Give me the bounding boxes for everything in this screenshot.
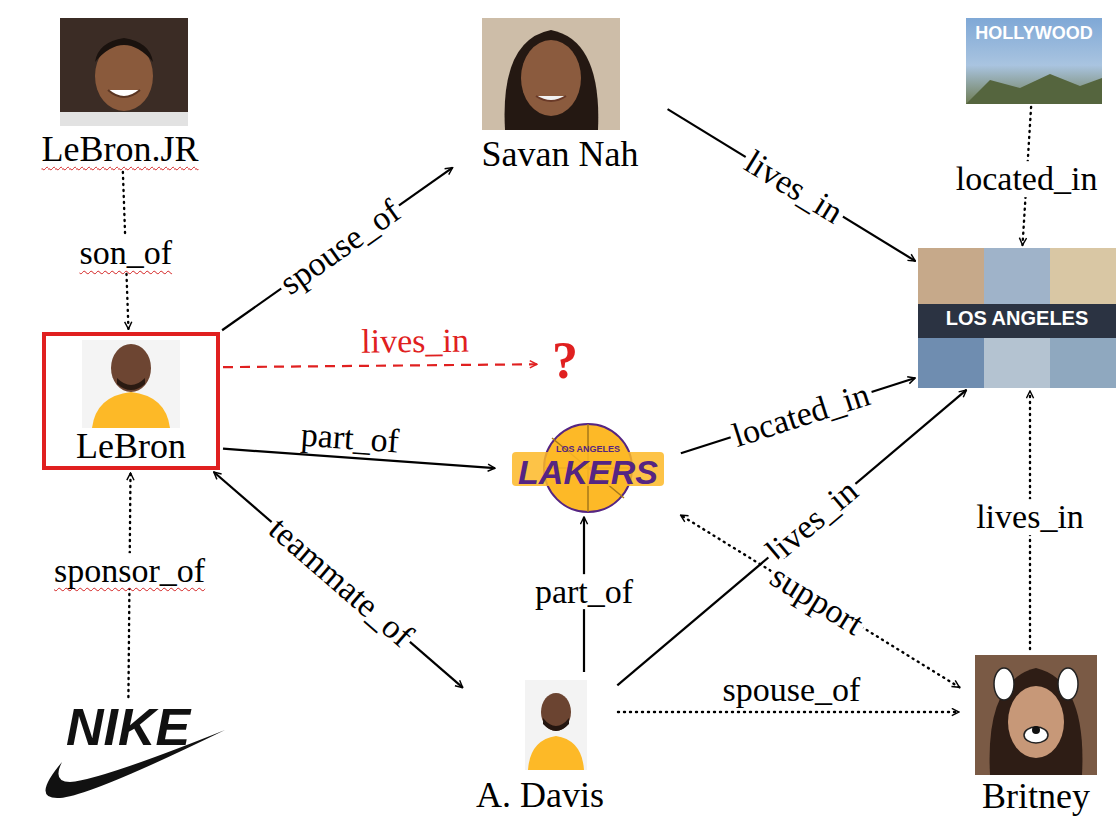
relation-label: located_in bbox=[953, 161, 1101, 197]
dotted-relation bbox=[618, 711, 959, 713]
query-entity-box: LeBron bbox=[42, 332, 220, 470]
relation-label: lives_in bbox=[757, 470, 867, 571]
relation-label: lives_in bbox=[973, 499, 1087, 535]
relation-arrow bbox=[668, 109, 916, 261]
relation-arrow bbox=[222, 168, 452, 331]
entity-node: LeBron.JR bbox=[20, 14, 220, 169]
entity-node: Britney bbox=[962, 652, 1110, 816]
node-label: LOS ANGELES bbox=[946, 308, 1089, 329]
person-photo bbox=[975, 655, 1097, 775]
team-logo bbox=[512, 424, 664, 512]
relation-label: lives_in bbox=[736, 142, 852, 232]
relation-label: support bbox=[762, 556, 873, 643]
query-relation bbox=[223, 364, 537, 367]
person-photo bbox=[60, 18, 188, 126]
node-label: HOLLYWOOD bbox=[975, 24, 1092, 43]
relation-label: located_in bbox=[725, 375, 876, 454]
relation-label: teammate_of bbox=[260, 508, 422, 655]
node-label: Savan Nah bbox=[482, 136, 639, 174]
dotted-relation bbox=[681, 515, 960, 687]
landmark-node: HOLLYWOOD bbox=[966, 18, 1102, 104]
node-label: A. Davis bbox=[476, 777, 604, 815]
node-label: LeBron bbox=[76, 428, 186, 466]
relation-label: spouse_of bbox=[271, 191, 409, 303]
node-label: LeBron.JR bbox=[42, 131, 199, 169]
person-photo bbox=[482, 18, 620, 130]
relation-label: spouse_of bbox=[720, 672, 864, 708]
team-node: LOS ANGELESLAKERS bbox=[498, 422, 678, 514]
city-node: LOS ANGELES bbox=[918, 248, 1116, 388]
entity-node: A. Davis bbox=[465, 675, 615, 815]
relation-label: lives_in bbox=[358, 323, 472, 360]
node-label: NIKE bbox=[66, 700, 190, 755]
relation-label: part_of bbox=[296, 416, 402, 459]
sponsor-node: NIKE bbox=[28, 700, 228, 800]
node-label: ? bbox=[552, 334, 578, 389]
relation-label: part_of bbox=[532, 574, 636, 610]
node-label: LOS ANGELES bbox=[556, 445, 620, 454]
node-label: LAKERS bbox=[518, 455, 658, 491]
person-photo bbox=[82, 340, 180, 428]
city-photo bbox=[918, 248, 1116, 388]
landmark-photo bbox=[966, 18, 1102, 104]
node-label: Britney bbox=[982, 778, 1090, 816]
relation-label: sponsor_of bbox=[51, 553, 208, 589]
unknown-target: ? bbox=[540, 330, 590, 392]
entity-node: Savan Nah bbox=[455, 14, 665, 174]
relation-arrow bbox=[214, 472, 463, 688]
relation-label: son_of bbox=[76, 236, 175, 272]
person-photo bbox=[525, 680, 587, 770]
